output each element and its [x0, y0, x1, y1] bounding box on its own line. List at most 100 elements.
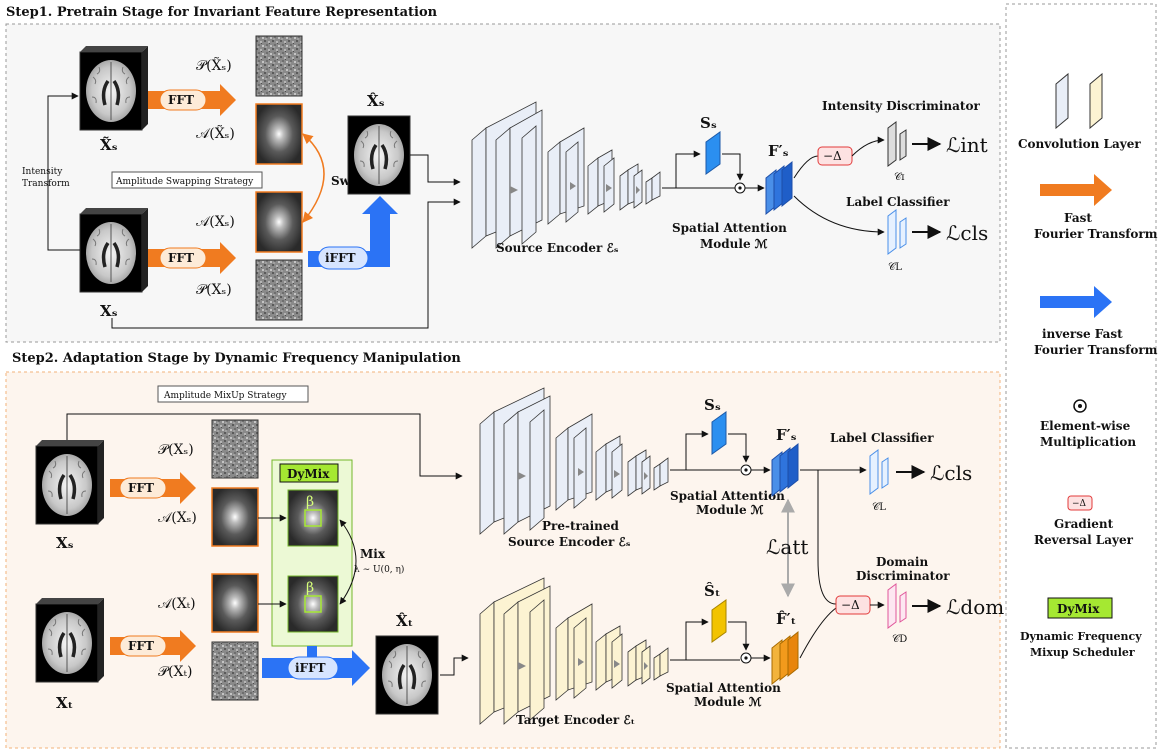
image-xt — [35, 598, 104, 683]
legend-fft-l2: Fourier Transform — [1034, 227, 1158, 241]
legend-fft-arrow — [1040, 174, 1112, 206]
attention-map-step1-label: Sₛ — [700, 114, 717, 132]
svg-text:iFFT: iFFT — [295, 661, 326, 675]
phase-xt-image — [211, 641, 259, 701]
dymix-spectrum-bottom — [287, 575, 339, 633]
amp-xs-step2-label: 𝒜(Xₛ) — [158, 510, 197, 526]
label-classifier-step2-title: Label Classifier — [830, 431, 934, 445]
amp-xs-tilde-image — [255, 103, 303, 165]
attention-map-step2-s — [711, 411, 727, 455]
svg-text:−Δ: −Δ — [841, 598, 860, 612]
source-encoder-step2-l1: Pre-trained — [542, 519, 620, 533]
legend-conv-icon — [1055, 72, 1103, 130]
intensity-transform-label-1: Intensity — [22, 167, 63, 177]
fft-arrow-step2-top: FFT — [110, 472, 196, 504]
feature-step2-s — [771, 442, 799, 498]
ifft-arrow-step2: iFFT — [262, 646, 370, 686]
legend-grl-l2: Reversal Layer — [1034, 533, 1134, 547]
fft-arrow-step2-bottom: FFT — [110, 630, 196, 662]
step1-title: Step1. Pretrain Stage for Invariant Feat… — [6, 5, 438, 20]
mix-dist-label: λ ∼ U(0, η) — [354, 564, 404, 575]
amp-xs-label: 𝒜(Xₛ) — [196, 214, 235, 230]
dymix-spectrum-top — [287, 489, 339, 547]
image-xt-hat — [375, 635, 439, 715]
label-classifier-step1-c: 𝒞L — [888, 262, 902, 273]
beta-top: β — [306, 494, 314, 510]
label-classifier-step1-title: Label Classifier — [846, 195, 950, 209]
svg-text:FFT: FFT — [168, 93, 194, 107]
image-xs-tilde — [79, 46, 148, 131]
amp-xs-step2-image — [211, 487, 259, 547]
legend-ifft-l2: Fourier Transform — [1034, 343, 1158, 357]
intensity-discriminator — [887, 121, 907, 167]
domain-discriminator-title-1: Domain — [876, 555, 928, 569]
source-encoder-step1-label: Source Encoder ℰₛ — [496, 241, 619, 255]
legend-ifft-l1: inverse Fast — [1042, 327, 1123, 341]
svg-text:FFT: FFT — [128, 481, 154, 495]
domain-discriminator-c: 𝒞D — [892, 634, 907, 645]
fft-arrow-bottom: FFT — [148, 242, 236, 274]
legend-dymix-l2: Mixup Scheduler — [1030, 646, 1135, 659]
attention-map-step1 — [705, 131, 721, 175]
attn-module-step1-l1: Spatial Attention — [672, 221, 787, 235]
dymix-tag — [279, 463, 339, 483]
legend-fft-l1: Fast — [1064, 211, 1092, 225]
legend-mult-l1: Element-wise — [1040, 419, 1131, 433]
attn-module-step2-top-l1: Spatial Attention — [670, 489, 785, 503]
attention-map-step2-t — [711, 599, 727, 643]
amp-mixup-box — [157, 385, 309, 403]
svg-text:FFT: FFT — [128, 639, 154, 653]
amp-swap-box — [111, 171, 263, 189]
label-classifier-step2-c: 𝒞L — [872, 502, 886, 513]
domain-discriminator-title-2: Discriminator — [856, 569, 950, 583]
target-encoder — [479, 577, 669, 725]
label-xs-tilde: X̃ₛ — [100, 136, 118, 154]
legend-grl-symbol: −Δ — [1072, 499, 1087, 509]
legend-grl-l1: Gradient — [1054, 517, 1114, 531]
label-classifier-step2 — [869, 449, 889, 495]
svg-text:FFT: FFT — [168, 251, 194, 265]
legend-conv-label: Convolution Layer — [1018, 137, 1141, 151]
phase-xs-tilde-label: 𝒫(X̃ₛ) — [196, 56, 232, 74]
attn-module-step2-bottom-l1: Spatial Attention — [666, 681, 781, 695]
fft-arrow-top: FFT — [148, 84, 236, 116]
source-encoder-step1 — [471, 101, 661, 249]
loss-cls-step2: ℒcls — [930, 461, 972, 485]
intensity-transform-label-2: Transform — [22, 179, 70, 189]
target-encoder-label: Target Encoder ℰₜ — [516, 713, 635, 727]
mix-label: Mix — [360, 547, 386, 561]
source-encoder-step2 — [479, 387, 669, 535]
loss-int: ℒint — [946, 133, 988, 157]
label-xs-step2: Xₛ — [56, 534, 74, 552]
amp-swap-label: Amplitude Swapping Strategy — [115, 177, 254, 187]
label-classifier-step1 — [887, 209, 907, 255]
amp-xt-label: 𝒜(Xₜ) — [158, 596, 196, 612]
image-xs-hat — [347, 115, 411, 195]
label-xs: Xₛ — [100, 302, 118, 320]
feature-step1 — [765, 160, 793, 216]
feature-step1-label: F′ₛ — [768, 142, 789, 160]
intensity-discriminator-title: Intensity Discriminator — [822, 99, 980, 113]
phase-xt-label: 𝒫(Xₜ) — [158, 664, 192, 680]
attention-map-step2-t-label: Ŝₜ — [704, 582, 720, 600]
phase-xs-image — [255, 259, 303, 321]
feature-step2-t-label: F̂′ₜ — [776, 610, 796, 628]
label-xs-hat: X̂ₛ — [367, 92, 385, 110]
legend-mult-l2: Multiplication — [1040, 435, 1136, 449]
legend-dymix-l1: Dynamic Frequency — [1020, 630, 1142, 643]
loss-cls-step1: ℒcls — [946, 221, 988, 245]
attention-map-step2-s-label: Sₛ — [704, 396, 721, 414]
svg-text:iFFT: iFFT — [325, 251, 356, 265]
domain-discriminator — [887, 583, 907, 629]
ifft-arrow-step1: iFFT — [308, 196, 398, 270]
attn-module-step2-top-l2: Module ℳ — [696, 503, 764, 517]
intensity-discriminator-c: 𝒞ɪ — [894, 172, 905, 183]
phase-xs-step2-label: 𝒫(Xₛ) — [158, 442, 194, 458]
feature-step2-s-label: F′ₛ — [776, 426, 797, 444]
phase-xs-tilde-image — [255, 35, 303, 97]
label-xt-hat: X̂ₜ — [396, 612, 413, 630]
source-encoder-step2-l2: Source Encoder ℰₛ — [508, 535, 631, 549]
dymix-tag-label: DyMix — [287, 467, 330, 481]
amp-xs-image — [255, 191, 303, 253]
